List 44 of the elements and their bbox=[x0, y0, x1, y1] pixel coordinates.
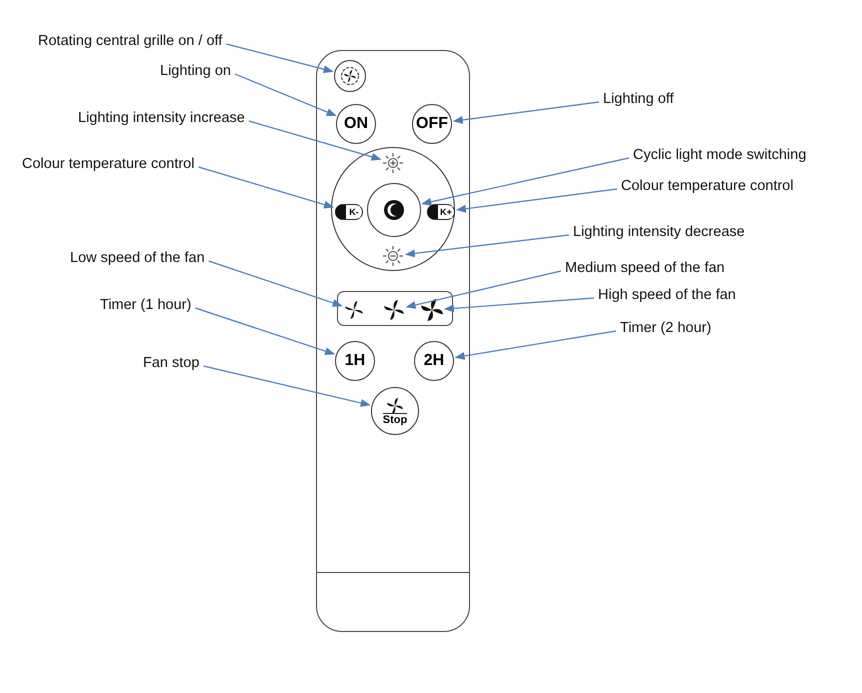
callout-label: Colour temperature control bbox=[621, 177, 794, 195]
callout-label: Timer (1 hour) bbox=[100, 296, 192, 314]
leader-arrow bbox=[208, 260, 343, 307]
leader-arrow bbox=[203, 365, 371, 407]
mode-button bbox=[367, 183, 421, 237]
on-button: ON bbox=[336, 104, 376, 144]
leader-arrow bbox=[234, 73, 337, 116]
leader-arrow bbox=[248, 120, 382, 161]
stop-button: Stop bbox=[371, 387, 419, 435]
callout-label: Lighting off bbox=[603, 90, 674, 108]
leader-arrow bbox=[444, 297, 594, 312]
fan-icon bbox=[383, 299, 405, 321]
callout-label: Fan stop bbox=[143, 354, 200, 372]
callout-label: Cyclic light mode switching bbox=[633, 146, 806, 164]
callout-label: Lighting intensity decrease bbox=[573, 223, 745, 241]
leader-arrow bbox=[456, 188, 618, 213]
callout-label: Rotating central grille on / off bbox=[38, 32, 222, 50]
callout-label: Timer (2 hour) bbox=[620, 319, 712, 337]
fan-speed-bar bbox=[337, 291, 453, 326]
sun-plus-icon bbox=[382, 152, 404, 174]
callout-label: Colour temperature control bbox=[22, 155, 194, 173]
leader-arrow bbox=[452, 101, 600, 124]
remote-control-body bbox=[316, 50, 470, 632]
fan-icon bbox=[343, 299, 365, 321]
fan-icon bbox=[421, 299, 443, 321]
callout-label: Medium speed of the fan bbox=[565, 259, 725, 277]
leader-arrow bbox=[195, 307, 336, 356]
grille-button bbox=[334, 60, 366, 92]
callout-label: Lighting on bbox=[160, 62, 231, 80]
callout-label: High speed of the fan bbox=[598, 286, 736, 304]
leader-arrow bbox=[406, 270, 562, 309]
callout-label: Lighting intensity increase bbox=[78, 109, 245, 127]
leader-arrow bbox=[404, 234, 570, 258]
timer-button: 1H bbox=[335, 341, 375, 381]
timer-button: 2H bbox=[414, 341, 454, 381]
off-button: OFF bbox=[412, 104, 452, 144]
leader-arrow bbox=[198, 166, 334, 208]
toggle-button: K- bbox=[335, 204, 363, 220]
sun-minus-icon bbox=[382, 245, 404, 267]
leader-arrow bbox=[226, 43, 334, 74]
toggle-button: K+ bbox=[427, 204, 455, 220]
leader-arrow bbox=[421, 157, 630, 206]
leader-arrow bbox=[454, 330, 616, 360]
callout-label: Low speed of the fan bbox=[70, 249, 205, 267]
